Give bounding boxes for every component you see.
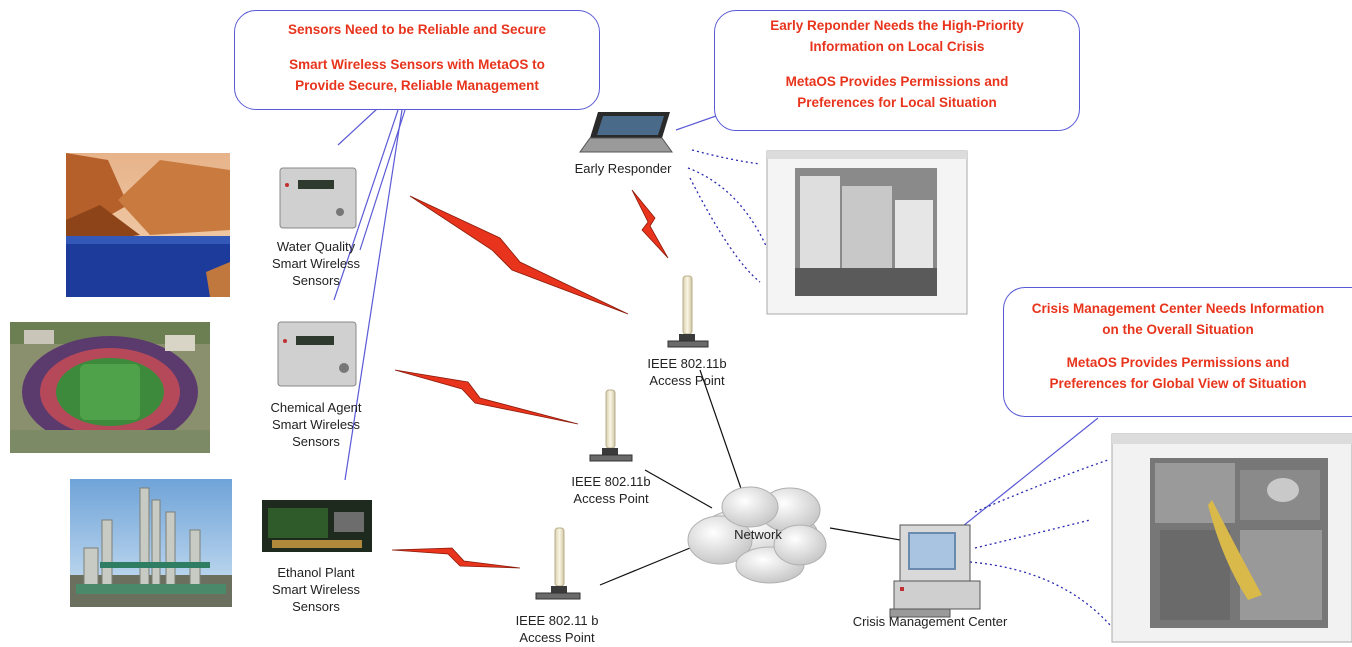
- access-point-2-label-line-2: Access Point: [573, 491, 649, 506]
- crisis-callout-line-2: on the Overall Situation: [1102, 322, 1254, 337]
- sensors-callout-line-3: Provide Secure, Reliable Management: [295, 78, 539, 93]
- access-point-3-label-line-1: IEEE 802.11 b: [515, 613, 599, 628]
- access-point-2-label: IEEE 802.11b Access Point: [551, 473, 671, 507]
- access-point-1-label: IEEE 802.11b Access Point: [627, 355, 747, 389]
- chemical-sensor-label-line-3: Sensors: [292, 434, 340, 449]
- ethanol-sensor-label-line-2: Smart Wireless: [271, 582, 361, 597]
- ethanol-plant-photo: [70, 479, 232, 607]
- access-point-2-icon: [589, 389, 633, 462]
- crisis-map-screenshot: [1111, 433, 1352, 643]
- chemical-sensor-label: Chemical Agent Smart Wireless Sensors: [254, 399, 378, 450]
- access-point-1-label-line-1: IEEE 802.11b: [647, 356, 727, 371]
- crisis-center-label: Crisis Management Center: [852, 614, 1008, 629]
- responder-screenshot: [766, 150, 968, 315]
- access-point-1-label-line-2: Access Point: [649, 373, 725, 388]
- water-sensor-label: Water Quality Smart Wireless Sensors: [256, 238, 376, 289]
- dotted-links: [687, 149, 1111, 626]
- ethanol-sensor-board: [262, 500, 372, 552]
- access-point-1-icon: [667, 275, 709, 348]
- responder-callout-line-4: Preferences for Local Situation: [797, 95, 997, 110]
- crisis-callout-line-3: MetaOS Provides Permissions and: [1066, 355, 1290, 370]
- canyon-lake-photo: [66, 153, 230, 297]
- chemical-sensor-label-line-2: Smart Wireless: [271, 417, 361, 432]
- access-point-3-label: IEEE 802.11 b Access Point: [497, 612, 617, 646]
- stadium-photo: [10, 322, 210, 453]
- water-sensor-label-line-2: Smart Wireless: [271, 256, 361, 271]
- responder-callout-connector: [675, 115, 717, 131]
- access-point-3-label-line-2: Access Point: [519, 630, 595, 645]
- water-sensor-device: [279, 167, 357, 229]
- laptop-icon: [579, 112, 673, 153]
- desktop-computer-icon: [889, 524, 981, 618]
- responder-callout-line-2: Information on Local Crisis: [809, 39, 985, 54]
- responder-callout: Early Reponder Needs the High-Priority I…: [714, 10, 1080, 131]
- network-cloud-icon: [687, 486, 827, 584]
- sensor-callout-connectors: [333, 107, 406, 481]
- ethanol-sensor-label-line-1: Ethanol Plant: [277, 565, 355, 580]
- responder-callout-line-3: MetaOS Provides Permissions and: [785, 74, 1009, 89]
- water-sensor-label-line-1: Water Quality: [276, 239, 356, 254]
- access-point-3-icon: [535, 527, 581, 600]
- sensors-callout-line-2: Smart Wireless Sensors with MetaOS to: [289, 57, 545, 72]
- responder-callout-line-1: Early Reponder Needs the High-Priority: [770, 18, 1024, 33]
- sensors-callout-line-1: Sensors Need to be Reliable and Secure: [287, 22, 547, 37]
- water-sensor-label-line-3: Sensors: [292, 273, 340, 288]
- crisis-callout: Crisis Management Center Needs Informati…: [1003, 287, 1352, 417]
- crisis-callout-connector: [957, 417, 1099, 531]
- sensors-callout: Sensors Need to be Reliable and Secure S…: [234, 10, 600, 110]
- crisis-callout-line-4: Preferences for Global View of Situation: [1049, 376, 1307, 391]
- chemical-sensor-device: [277, 321, 357, 387]
- crisis-callout-line-1: Crisis Management Center Needs Informati…: [1031, 301, 1325, 316]
- ethanol-sensor-label: Ethanol Plant Smart Wireless Sensors: [256, 564, 376, 615]
- network-label: Network: [734, 527, 782, 542]
- early-responder-label: Early Responder: [574, 161, 672, 176]
- chemical-sensor-label-line-1: Chemical Agent: [270, 400, 362, 415]
- wireless-signal-bolts: [391, 189, 669, 569]
- network-links: [599, 369, 913, 586]
- ethanol-sensor-label-line-3: Sensors: [292, 599, 340, 614]
- access-point-2-label-line-1: IEEE 802.11b: [571, 474, 651, 489]
